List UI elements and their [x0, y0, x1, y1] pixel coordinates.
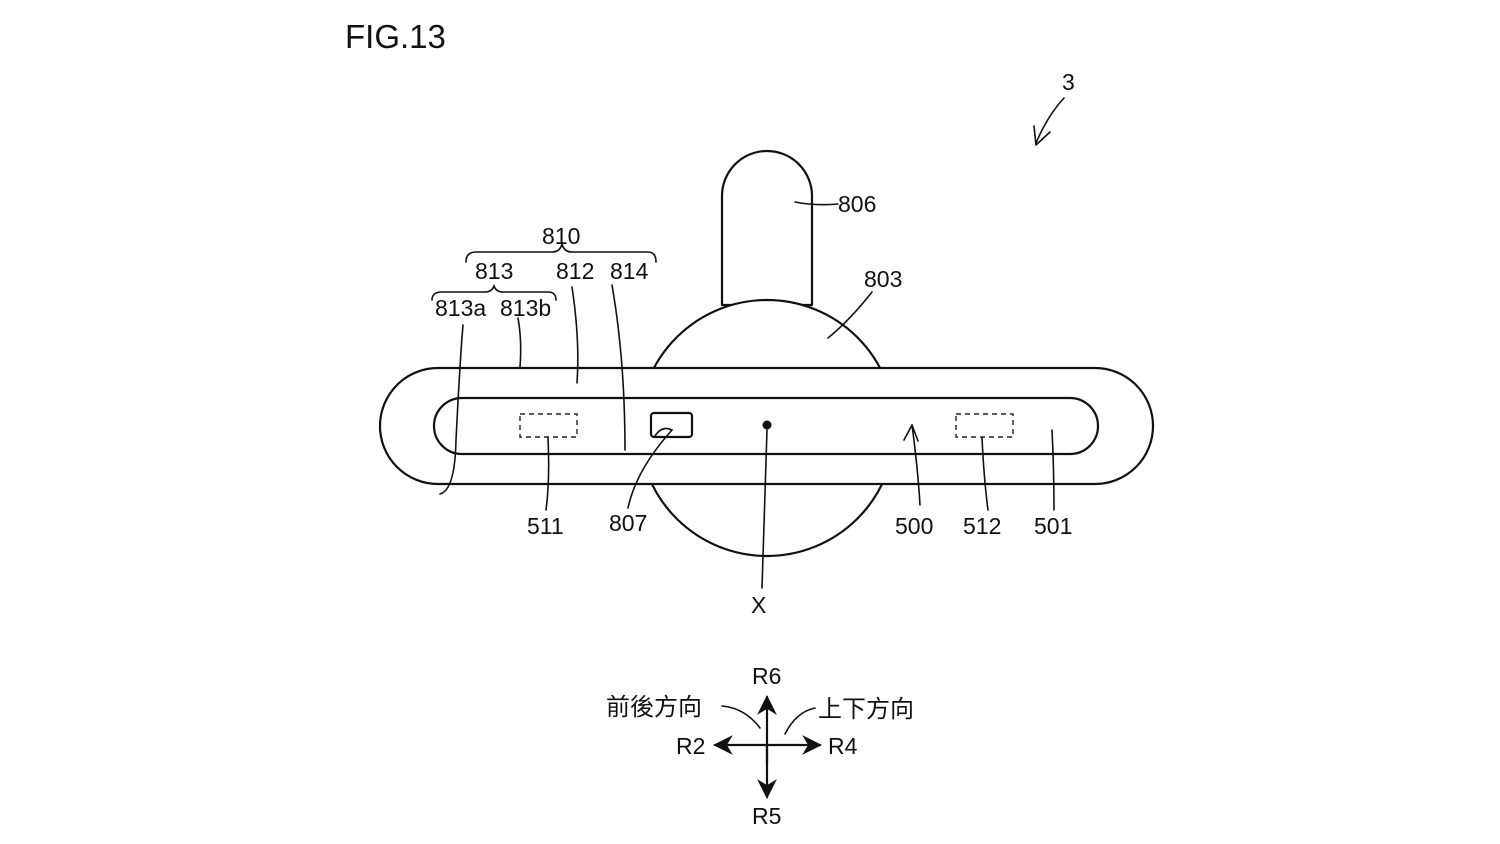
leader-814: [611, 284, 626, 451]
label-807: 807: [609, 510, 647, 536]
device-ref-arrow: [1035, 97, 1065, 144]
leader-500-arrowhead: [903, 424, 919, 442]
device-ref-arrowhead: [1033, 125, 1051, 146]
part-511-dashed-box: [519, 413, 578, 438]
figure-title: FIG.13: [345, 18, 446, 55]
leader-806: [794, 201, 839, 206]
label-r4: R4: [828, 733, 858, 759]
label-813b: 813b: [500, 295, 551, 321]
label-500: 500: [895, 513, 933, 539]
label-810: 810: [542, 223, 580, 249]
brace-813: [431, 283, 557, 301]
leader-813b: [517, 317, 522, 368]
label-813: 813: [475, 258, 513, 284]
center-point-x: [762, 420, 772, 430]
label-r2: R2: [676, 733, 705, 759]
leader-up-down: [784, 707, 816, 735]
label-806: 806: [838, 191, 876, 217]
label-813a: 813a: [435, 295, 486, 321]
leader-807: [627, 427, 674, 509]
label-r6: R6: [752, 663, 781, 689]
leader-512: [981, 437, 989, 511]
label-812: 812: [556, 258, 594, 284]
label-511: 511: [527, 513, 564, 539]
leader-813a: [439, 324, 464, 495]
device-ref-label: 3: [1062, 69, 1075, 95]
part-512-dashed-box: [955, 413, 1014, 438]
label-up-down-direction: 上下方向: [818, 695, 914, 723]
leader-812: [571, 286, 579, 384]
leader-803: [827, 291, 873, 339]
leader-501: [1051, 429, 1055, 511]
label-803: 803: [864, 266, 902, 292]
label-front-back-direction: 前後方向: [606, 693, 702, 721]
part-807-box: [649, 411, 694, 439]
leader-front-back: [721, 705, 761, 729]
label-501: 501: [1034, 513, 1072, 539]
label-r5: R5: [752, 803, 781, 829]
part-806-tab: [720, 149, 814, 307]
brace-810: [465, 243, 657, 263]
leader-x: [761, 429, 768, 589]
label-814: 814: [610, 258, 649, 284]
leader-500: [911, 424, 921, 506]
label-512: 512: [963, 513, 1001, 539]
label-x: X: [751, 592, 766, 618]
leader-511: [545, 437, 550, 511]
